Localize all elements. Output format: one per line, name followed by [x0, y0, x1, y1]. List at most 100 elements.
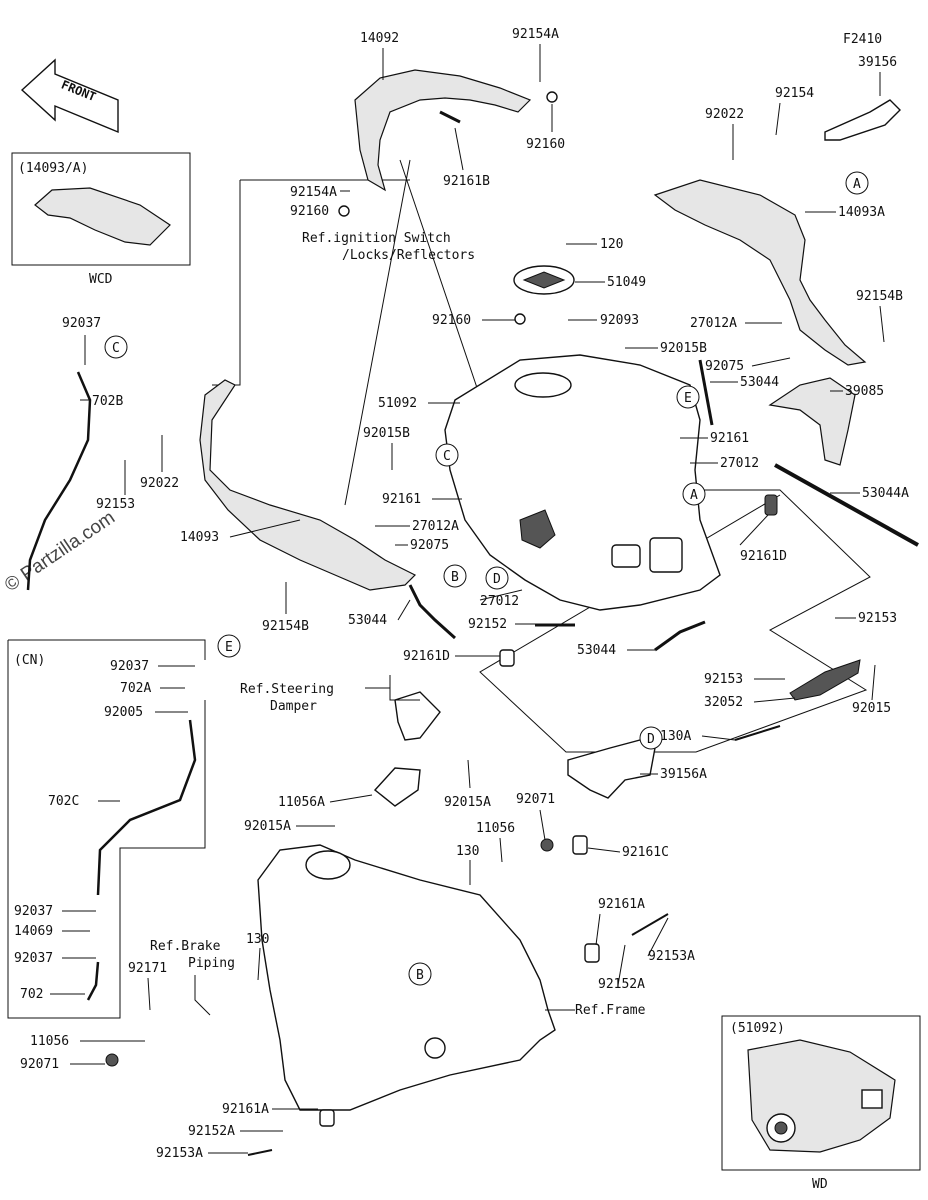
part-label-120: 120 [600, 237, 623, 252]
part-label-92154b: 92154B [262, 619, 309, 634]
part-label-53044: 53044 [740, 375, 779, 390]
svg-text:B: B [451, 570, 459, 585]
cover-14093a-shape [653, 179, 867, 366]
part-label-11056: 11056 [476, 821, 515, 836]
pad-39156a-shape [567, 739, 656, 799]
leader-line-92171 [147, 977, 151, 1011]
part-label-92152a: 92152A [598, 977, 645, 992]
part-label-130: 130 [456, 844, 479, 859]
part-label-92152: 92152 [468, 617, 507, 632]
part-label-92093: 92093 [600, 313, 639, 328]
part-label-92022: 92022 [140, 476, 179, 491]
svg-text:E: E [225, 640, 233, 655]
part-label-11056: 11056 [30, 1034, 69, 1049]
part-label-92161: 92161 [710, 431, 749, 446]
inset-wcd-title: (14093/A) [18, 161, 88, 176]
part-label-92071: 92071 [20, 1057, 59, 1072]
part-label-92015a: 92015A [244, 819, 291, 834]
part-label-92154a: 92154A [290, 185, 337, 200]
inset-wcd-caption: WCD [89, 272, 113, 287]
leader-line-92161d [739, 514, 769, 546]
cap-51049-shape [513, 265, 575, 295]
pad-39156-shape [824, 99, 901, 141]
damper-bracket-shape [394, 691, 441, 741]
part-label-27012a: 27012A [412, 519, 459, 534]
part-label-39156: 39156 [858, 55, 897, 70]
part-label-92153a: 92153A [156, 1146, 203, 1161]
trim-53044a-shape [774, 463, 919, 547]
leader-line-92015a [467, 759, 471, 789]
svg-text:B: B [416, 968, 424, 983]
inset-wd-title: (51092) [730, 1021, 785, 1036]
part-label-51092: 51092 [378, 396, 417, 411]
tank-filler-ring [514, 372, 572, 398]
leader-line-11056 [499, 837, 503, 863]
cover-14093-shape [199, 379, 417, 591]
inset-box-wd [721, 1015, 921, 1171]
callout-e-1: E [676, 385, 700, 409]
ref-leaders [194, 675, 575, 1016]
side-cover-wcd-shape [34, 187, 171, 246]
part-label-702b: 702B [92, 394, 123, 409]
figure-code: F2410 [843, 32, 882, 47]
svg-text:A: A [853, 177, 861, 192]
callout-c-1: C [104, 335, 128, 359]
ref-ignition-line1: Ref.ignition Switch [302, 231, 451, 246]
leader-line-92015 [871, 664, 876, 701]
callout-d-1: D [485, 566, 509, 590]
svg-text:C: C [112, 341, 120, 356]
frame-shape [257, 844, 556, 1111]
part-label-53044: 53044 [577, 643, 616, 658]
part-label-92015b: 92015B [660, 341, 707, 356]
leader-layer [50, 44, 885, 1154]
frame-head-tube [305, 850, 351, 880]
leader-line-92154b [879, 305, 885, 343]
hose-53044-right [654, 620, 706, 652]
part-label-92171: 92171 [128, 961, 167, 976]
leader-line-32052 [753, 697, 796, 703]
leader-frame-lines [212, 159, 871, 753]
part-label-14069: 14069 [14, 924, 53, 939]
part-label-92161b: 92161B [443, 174, 490, 189]
ref-brake-line1: Ref.Brake [150, 939, 221, 954]
inset-box-wcd [11, 152, 191, 266]
fastener-set [105, 91, 781, 1156]
hose-53044-left [408, 584, 457, 640]
callout-e-2: E [217, 634, 241, 658]
callout-d-2: D [639, 726, 663, 750]
part-label-14092: 14092 [360, 31, 399, 46]
part-label-702c: 702C [48, 794, 79, 809]
part-label-51049: 51049 [607, 275, 646, 290]
part-label-39085: 39085 [845, 384, 884, 399]
bracket-11056a-shape [373, 767, 421, 807]
ref-steering-line2: Damper [270, 699, 317, 714]
tank-pump-plate [519, 509, 556, 549]
front-arrow-icon: FRONT [20, 58, 119, 134]
part-label-92160: 92160 [526, 137, 565, 152]
part-label-92161d: 92161D [740, 549, 787, 564]
part-label-27012: 27012 [480, 594, 519, 609]
part-label-92161a: 92161A [598, 897, 645, 912]
part-label-92015: 92015 [852, 701, 891, 716]
part-label-92154: 92154 [775, 86, 814, 101]
part-label-92037: 92037 [14, 904, 53, 919]
part-label-92037: 92037 [62, 316, 101, 331]
leader-line-92153a [647, 917, 669, 957]
pad-39085-shape [768, 377, 856, 466]
svg-text:A: A [690, 488, 698, 503]
part-label-92037: 92037 [14, 951, 53, 966]
leader-line-92154 [775, 102, 781, 136]
tank-bracket-2 [649, 537, 683, 573]
inset-wd-caption: WD [812, 1177, 828, 1192]
callout-c-2: C [435, 443, 459, 467]
hose-702 [86, 961, 100, 1001]
ref-brake-line2: Piping [188, 956, 235, 971]
part-label-53044a: 53044A [862, 486, 909, 501]
leader-line-27012 [479, 589, 523, 601]
part-label-130a: 130A [660, 729, 691, 744]
part-label-92153a: 92153A [648, 949, 695, 964]
leader-line-130 [257, 947, 261, 981]
part-label-92161d: 92161D [403, 649, 450, 664]
